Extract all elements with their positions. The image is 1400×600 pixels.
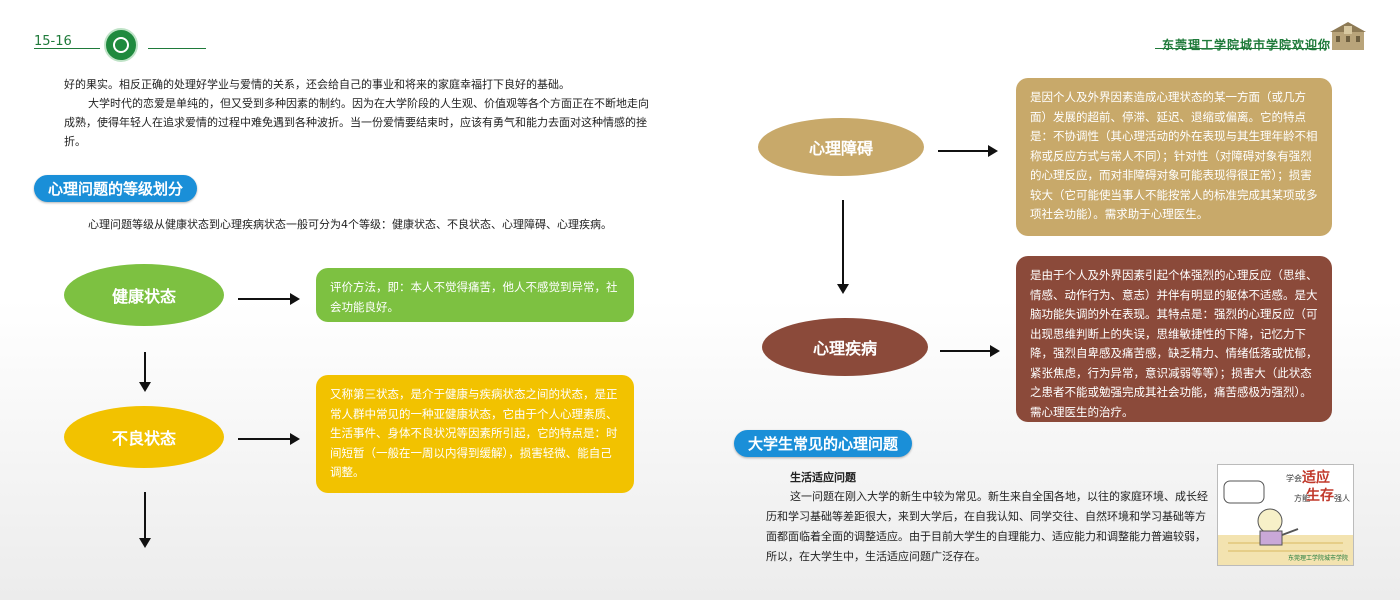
illus-caption-2: 方能 <box>1294 494 1310 503</box>
illus-credit: 东莞理工学院城市学院 <box>1288 555 1349 562</box>
arrow-down-3 <box>837 200 849 294</box>
arrow-right-3 <box>938 145 998 157</box>
arrow-down-1 <box>139 352 151 392</box>
intro-paragraph-1: 好的果实。相反正确的处理好学业与爱情的关系，还会给自己的事业和将来的家庭幸福打下… <box>64 78 570 91</box>
box-healthy-state: 评价方法，即：本人不觉得痛苦，他人不感觉到异常，社会功能良好。 <box>316 268 634 322</box>
intro-paragraph-2-line2: 成熟，使得年轻人在追求爱情的过程中难免遇到各种波折。当一份爱情要结束时，应该有勇… <box>64 116 647 129</box>
arrow-right-2 <box>238 433 300 445</box>
header-school-title: 东莞理工学院城市学院欢迎你 <box>1162 38 1332 52</box>
illus-caption-big-2: 生存 <box>1306 488 1334 504</box>
arrow-right-4 <box>940 345 1000 357</box>
subsection-title-adaptation: 生活适应问题 <box>790 471 856 484</box>
oval-mental-illness: 心理疾病 <box>762 318 928 376</box>
header-rule-right <box>1155 48 1327 49</box>
oval-healthy-state: 健康状态 <box>64 264 224 326</box>
arrow-down-2 <box>139 492 151 548</box>
section-title-levels: 心理问题的等级划分 <box>34 175 198 202</box>
oval-psychological-disorder: 心理障碍 <box>758 118 924 176</box>
cartoon-figure-icon <box>1218 480 1353 565</box>
box-psychological-disorder: 是因个人及外界因素造成心理状态的某一方面（或几方面）发展的超前、停滞、延迟、退缩… <box>1016 78 1332 236</box>
illus-caption-big-1: 适应 <box>1302 470 1330 486</box>
header-rule-mid <box>148 48 206 49</box>
page-number: 15-16 <box>34 34 72 49</box>
illus-caption-1: 学会 <box>1286 474 1302 483</box>
building-icon <box>1330 22 1366 50</box>
arrow-right-1 <box>238 293 300 305</box>
oval-poor-state: 不良状态 <box>64 406 224 468</box>
section-levels-description: 心理问题等级从健康状态到心理疾病状态一般可分为4个等级：健康状态、不良状态、心理… <box>88 218 612 231</box>
adaptation-illustration: 学会 适应 方能 生存 强人 东莞理工学院城市学院 <box>1217 464 1354 566</box>
section-title-common-problems: 大学生常见的心理问题 <box>734 430 913 457</box>
school-logo <box>104 28 138 62</box>
adaptation-paragraph: 这一问题在刚入大学的新生中较为常见。新生来自全国各地，以往的家庭环境、成长经历和… <box>766 490 1208 563</box>
box-poor-state: 又称第三状态，是介于健康与疾病状态之间的状态，是正常人群中常见的一种亚健康状态，… <box>316 375 634 493</box>
illus-caption-3: 强人 <box>1334 494 1350 503</box>
intro-paragraph-2-line1: 大学时代的恋爱是单纯的，但又受到多种因素的制约。因为在大学阶段的人生观、价值观等… <box>88 97 649 110</box>
intro-paragraph-2-line3: 折。 <box>64 135 86 148</box>
box-mental-illness: 是由于个人及外界因素引起个体强烈的心理反应（思维、情感、动作行为、意志）并伴有明… <box>1016 256 1332 422</box>
header-rule-left <box>34 48 100 49</box>
